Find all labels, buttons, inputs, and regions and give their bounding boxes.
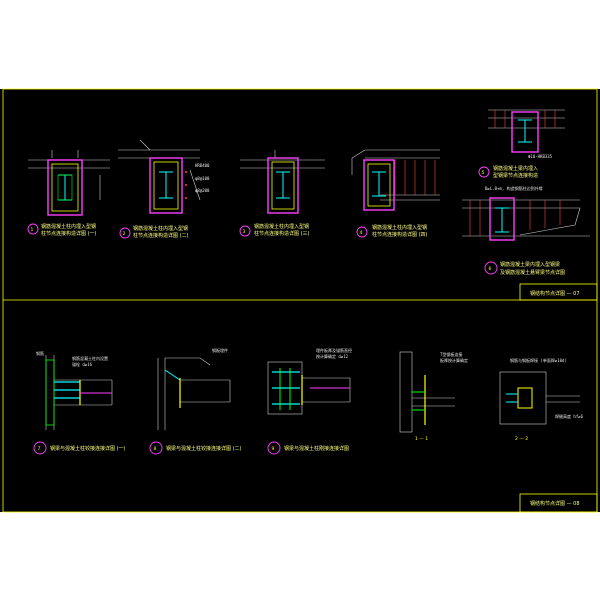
- svg-text:B≥L.0+m, 构造钢筋柱边到外缘: B≥L.0+m, 构造钢筋柱边到外缘: [485, 185, 543, 191]
- svg-text:钢筋: 钢筋: [36, 350, 44, 356]
- section-2-2-label: 2 — 2: [515, 436, 528, 442]
- detail-5-caption-2: 型钢梁节点连接构造: [493, 172, 538, 179]
- detail-3-caption-2: 柱节点连接构造详图 (三): [254, 230, 310, 237]
- detail-4-caption-1: 钢筋混凝土柱内埋入型钢: [372, 224, 427, 231]
- svg-text:φ8@100: φ8@100: [195, 176, 210, 181]
- detail-7-number: 7: [38, 446, 41, 452]
- detail-7-caption: 钢梁与混凝土柱铰接连接详图 (一): [50, 445, 126, 452]
- section-2-2: 钢筋与钢板焊接 (单面焊≥10d) 焊缝高度 hf≥6 2 — 2: [499, 357, 584, 442]
- svg-text:焊缝高度 hf≥6: 焊缝高度 hf≥6: [555, 413, 584, 419]
- detail-4-caption-2: 柱节点连接构造详图 (四): [372, 231, 428, 238]
- detail-4-number: 4: [360, 230, 363, 236]
- detail-3-caption-1: 钢筋混凝土柱内埋入型钢: [254, 223, 309, 230]
- drawing-sheet: [0, 89, 600, 512]
- detail-4: 4 钢筋混凝土柱内埋入型钢 柱节点连接构造详图 (四): [351, 149, 440, 238]
- detail-3: 3 钢筋混凝土柱内埋入型钢 柱节点连接构造详图 (三): [239, 150, 325, 237]
- svg-text:Φ10-HRB335: Φ10-HRB335: [528, 154, 553, 159]
- detail-8-caption: 钢梁与混凝土柱铰接连接详图 (二): [166, 445, 242, 452]
- svg-text:钢板埋件: 钢板埋件: [212, 347, 228, 353]
- svg-text:T型钢板连接: T型钢板连接: [440, 351, 462, 357]
- detail-5: Φ10-HRB335 5 钢筋混凝土梁内埋入 型钢梁节点连接构造: [478, 109, 565, 179]
- detail-6-caption-1: 钢筋混凝土梁内埋入型钢梁: [500, 261, 560, 268]
- detail-5-number: 5: [482, 170, 485, 176]
- detail-6-number: 6: [489, 266, 492, 272]
- detail-1-number: 1: [31, 227, 34, 233]
- detail-1-caption-2: 柱节点连接构造详图 (一): [41, 230, 97, 237]
- detail-2-caption-2: 柱节点连接构造详图 (二): [133, 232, 189, 239]
- svg-text:按计算确定 d≥12: 按计算确定 d≥12: [316, 353, 349, 359]
- detail-6: B≥L.0+m, 构造钢筋柱边到外缘 6 钢筋混凝土梁内埋入型钢梁 及钢筋混凝土…: [462, 185, 590, 276]
- detail-1-caption-1: 钢筋混凝土柱内埋入型钢: [41, 223, 96, 230]
- title-upper: 钢结构节点详图 — 07: [530, 290, 580, 297]
- svg-text:埋件板厚及锚筋直径: 埋件板厚及锚筋直径: [316, 347, 352, 353]
- detail-9-caption: 钢梁与混凝土柱刚接连接详图: [284, 445, 349, 452]
- detail-8: 钢板埋件 8 钢梁与混凝土柱铰接连接详图 (二): [149, 347, 242, 455]
- detail-5-caption-1: 钢筋混凝土梁内埋入: [493, 165, 538, 172]
- svg-text:钢筋与钢板焊接 (单面焊≥10d): 钢筋与钢板焊接 (单面焊≥10d): [510, 357, 567, 363]
- detail-3-number: 3: [243, 229, 246, 235]
- title-block-lower: [519, 493, 598, 513]
- svg-text:φ8@200: φ8@200: [195, 188, 210, 193]
- detail-8-number: 8: [154, 446, 157, 452]
- section-1-1-label: 1 — 1: [415, 436, 428, 442]
- title-block-upper: [519, 283, 598, 301]
- detail-2-number: 2: [123, 231, 126, 237]
- title-lower: 钢结构节点详图 — 08: [530, 500, 580, 507]
- svg-text:锚栓 d≥16: 锚栓 d≥16: [72, 361, 93, 367]
- detail-2-caption-1: 钢筋混凝土柱内埋入型钢: [133, 225, 188, 232]
- detail-9-number: 9: [272, 446, 275, 452]
- svg-text:HRB400: HRB400: [195, 163, 210, 168]
- svg-text:板厚按计算确定: 板厚按计算确定: [440, 357, 468, 363]
- detail-6-caption-2: 及钢筋混凝土悬臂梁节点详图: [500, 269, 565, 276]
- svg-text:钢筋混凝土柱内设置: 钢筋混凝土柱内设置: [72, 355, 108, 361]
- detail-1: 1 钢筋混凝土柱内埋入型钢 柱节点连接构造详图 (一): [27, 150, 110, 237]
- sheet-border: [2, 88, 598, 513]
- detail-2: HRB400 φ8@100 φ8@200 2 钢筋混凝土柱内埋入型钢 柱节点连接构造…: [118, 139, 210, 239]
